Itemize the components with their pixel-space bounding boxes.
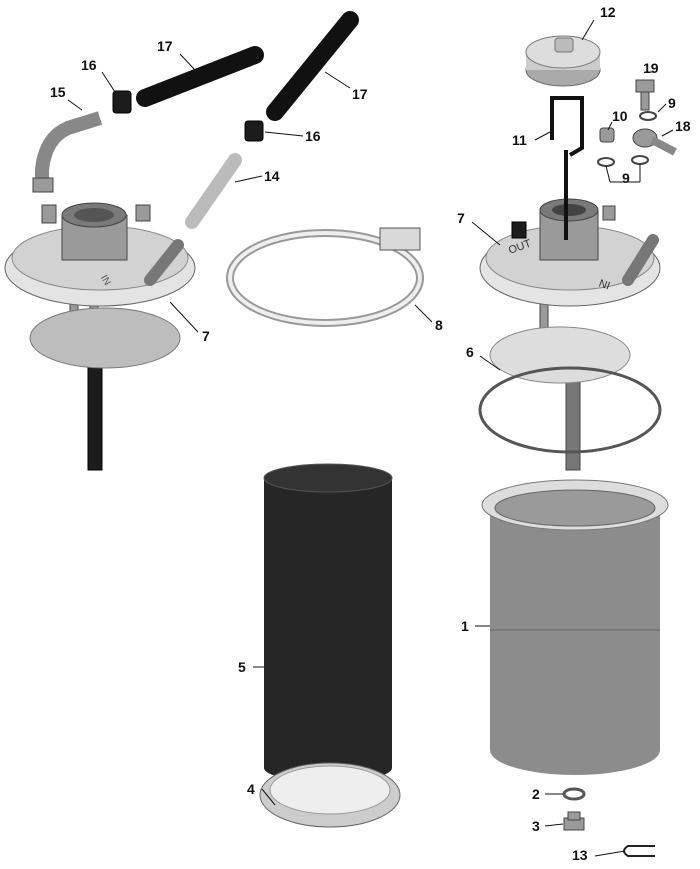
callout-8: 8 [435, 317, 443, 333]
fitting-14 [185, 153, 242, 229]
washer-9-upper [639, 111, 657, 121]
callout-13: 13 [572, 847, 588, 863]
callout-7-right: 7 [457, 210, 465, 226]
banjo-fitting-18 [632, 128, 677, 156]
callout-2: 2 [532, 786, 540, 802]
bolt-19-shank [640, 91, 650, 111]
callout-17-right: 17 [352, 86, 368, 102]
callout-4: 4 [247, 781, 255, 797]
bowl-1 [481, 479, 669, 775]
cover-assembly-right: OUT IN IN [98, 150, 661, 471]
callout-16-upper: 16 [81, 57, 97, 73]
in-marking: IN [597, 276, 611, 291]
pin-13 [623, 845, 655, 857]
callout-19: 19 [643, 60, 659, 76]
callout-12: 12 [600, 4, 616, 20]
bolt-19 [635, 79, 655, 93]
callout-9-upper: 9 [668, 95, 676, 111]
clamp-16-left [112, 90, 132, 114]
o-ring-6 [478, 366, 662, 454]
band-clamp-8 [226, 227, 424, 327]
callout-3: 3 [532, 818, 540, 834]
hose-17-left [136, 46, 264, 107]
callout-15: 15 [50, 84, 66, 100]
base-plate-4 [259, 762, 401, 828]
elbow-fitting-15 [35, 111, 103, 180]
drain-plug-3 [563, 811, 585, 831]
callout-18: 18 [675, 118, 691, 134]
callout-7-left: 7 [202, 328, 210, 344]
in-marking-left: IN [98, 273, 113, 287]
callout-11: 11 [512, 132, 527, 148]
cover-assembly-left [4, 202, 196, 471]
callout-1: 1 [461, 618, 469, 634]
handle-11 [550, 96, 584, 157]
callout-6: 6 [466, 344, 474, 360]
callout-17-left: 17 [157, 38, 173, 54]
washer-2 [562, 787, 586, 801]
filter-element-5 [263, 463, 393, 782]
callout-16-lower: 16 [305, 128, 321, 144]
callout-9-lower: 9 [622, 170, 630, 186]
hose-17-right [266, 11, 359, 121]
leader-lines [67, 19, 674, 857]
plug-10 [599, 127, 615, 143]
callout-5: 5 [238, 659, 246, 675]
washer-9-lower-a [597, 157, 615, 167]
clamp-16-right [244, 120, 264, 142]
cap-12 [525, 35, 601, 87]
elbow-nut [32, 177, 54, 193]
callout-14: 14 [264, 168, 280, 184]
callout-10: 10 [612, 108, 628, 124]
washer-9-lower-b [631, 155, 649, 165]
